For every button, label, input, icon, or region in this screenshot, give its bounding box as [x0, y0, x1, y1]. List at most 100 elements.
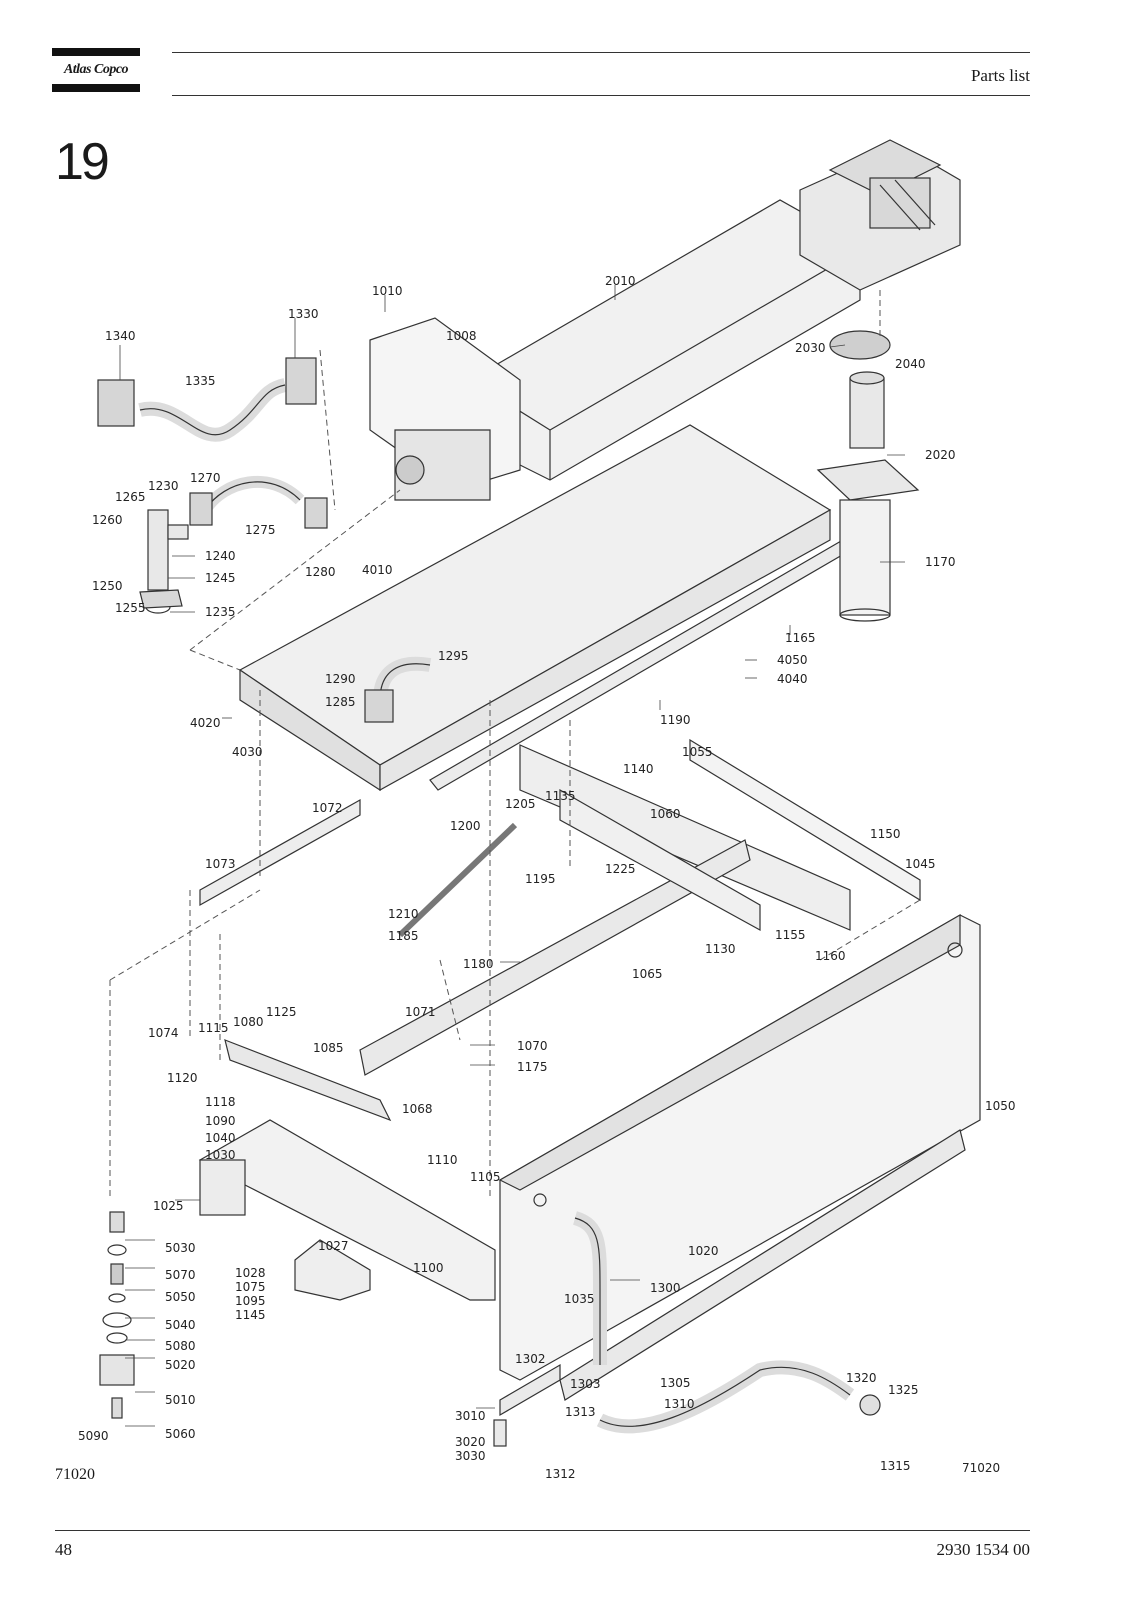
callout-1145: 1145	[235, 1308, 266, 1322]
callout-1130: 1130	[705, 942, 736, 956]
callout-5040: 5040	[165, 1318, 196, 1332]
callout-2020: 2020	[925, 448, 956, 462]
callout-1060: 1060	[650, 807, 681, 821]
callout-1250: 1250	[92, 579, 123, 593]
header-rule-bottom	[172, 95, 1030, 96]
filter-housing-1170	[816, 459, 920, 622]
callout-1325: 1325	[888, 1383, 919, 1397]
callout-2010: 2010	[605, 274, 636, 288]
callout-1320: 1320	[846, 1371, 877, 1385]
callout-1170: 1170	[925, 555, 956, 569]
callout-1295: 1295	[438, 649, 469, 663]
callout-4010: 4010	[362, 563, 393, 577]
callout-1150: 1150	[870, 827, 901, 841]
callout-1030: 1030	[205, 1148, 236, 1162]
callout-1160: 1160	[815, 949, 846, 963]
logo-bar-bottom	[52, 84, 140, 92]
callout-1040: 1040	[205, 1131, 236, 1145]
callout-1330: 1330	[288, 307, 319, 321]
callout-1335: 1335	[185, 374, 216, 388]
callout-1302: 1302	[515, 1352, 546, 1366]
callout-1195: 1195	[525, 872, 556, 886]
document-number: 2930 1534 00	[936, 1540, 1031, 1559]
callout-1235: 1235	[205, 605, 236, 619]
callout-1260: 1260	[92, 513, 123, 527]
logo-bar-top	[52, 48, 140, 56]
callout-5080: 5080	[165, 1339, 196, 1353]
callout-3020: 3020	[455, 1435, 486, 1449]
atlas-copco-logo: Atlas Copco	[52, 48, 140, 92]
callout-1035: 1035	[564, 1292, 595, 1306]
callout-1310: 1310	[664, 1397, 695, 1411]
callout-1065: 1065	[632, 967, 663, 981]
callout-1072: 1072	[312, 801, 343, 815]
callout-4040: 4040	[777, 672, 808, 686]
callout-1205: 1205	[505, 797, 536, 811]
callout-1200: 1200	[450, 819, 481, 833]
callout-1275: 1275	[245, 523, 276, 537]
callout-5060: 5060	[165, 1427, 196, 1441]
callout-1180: 1180	[463, 957, 494, 971]
callout-1115: 1115	[198, 1021, 229, 1035]
callout-1245: 1245	[205, 571, 236, 585]
callout-5050: 5050	[165, 1290, 196, 1304]
exhaust-flange-assembly	[799, 139, 961, 291]
callout-1313: 1313	[565, 1405, 596, 1419]
callout-1020: 1020	[688, 1244, 719, 1258]
footer-rule	[55, 1530, 1030, 1531]
callout-1055: 1055	[682, 745, 713, 759]
hose-1335	[97, 357, 317, 442]
callout-1185: 1185	[388, 929, 419, 943]
callout-5030: 5030	[165, 1241, 196, 1255]
callout-1075: 1075	[235, 1280, 266, 1294]
figure-id-right: 71020	[962, 1461, 1000, 1475]
hose-1275	[189, 475, 328, 529]
callout-1312: 1312	[545, 1467, 576, 1481]
callout-1010: 1010	[372, 284, 403, 298]
callout-5090: 5090	[78, 1429, 109, 1443]
bracket-1008	[369, 317, 521, 501]
callout-1050: 1050	[985, 1099, 1016, 1113]
callout-1210: 1210	[388, 907, 419, 921]
callout-1105: 1105	[470, 1170, 501, 1184]
callout-1230: 1230	[148, 479, 179, 493]
tee-fitting-1230	[139, 509, 189, 614]
callout-4050: 4050	[777, 653, 808, 667]
callout-1045: 1045	[905, 857, 936, 871]
frame-rail-1065	[359, 839, 751, 1076]
callout-1290: 1290	[325, 672, 356, 686]
callout-1255: 1255	[115, 601, 146, 615]
callout-5010: 5010	[165, 1393, 196, 1407]
callout-1100: 1100	[413, 1261, 444, 1275]
callout-1071: 1071	[405, 1005, 436, 1019]
callout-1090: 1090	[205, 1114, 236, 1128]
callout-1135: 1135	[545, 789, 576, 803]
callout-1073: 1073	[205, 857, 236, 871]
logo-wordmark: Atlas Copco	[63, 62, 129, 77]
callout-2030: 2030	[795, 341, 826, 355]
callout-1028: 1028	[235, 1266, 266, 1280]
callout-1025: 1025	[153, 1199, 184, 1213]
base-frame-1050	[498, 913, 981, 1381]
callout-1085: 1085	[313, 1041, 344, 1055]
callout-1175: 1175	[517, 1060, 548, 1074]
callout-1300: 1300	[650, 1281, 681, 1295]
callout-1280: 1280	[305, 565, 336, 579]
callout-1285: 1285	[325, 695, 356, 709]
side-plate-1025	[198, 1119, 496, 1301]
exploded-parts-drawing: 1340 1330 1335 1010 1008 2010 2030 2040 …	[78, 139, 1016, 1481]
callout-2040: 2040	[895, 357, 926, 371]
callout-1080: 1080	[233, 1015, 264, 1029]
callout-1074: 1074	[148, 1026, 179, 1040]
callout-1125: 1125	[266, 1005, 297, 1019]
callout-1315: 1315	[880, 1459, 911, 1473]
callout-1225: 1225	[605, 862, 636, 876]
section-number: 19	[55, 133, 110, 191]
callout-1240: 1240	[205, 549, 236, 563]
callout-1095: 1095	[235, 1294, 266, 1308]
callout-1190: 1190	[660, 713, 691, 727]
callout-1008: 1008	[446, 329, 477, 343]
callout-5020: 5020	[165, 1358, 196, 1372]
callout-1305: 1305	[660, 1376, 691, 1390]
callout-1140: 1140	[623, 762, 654, 776]
